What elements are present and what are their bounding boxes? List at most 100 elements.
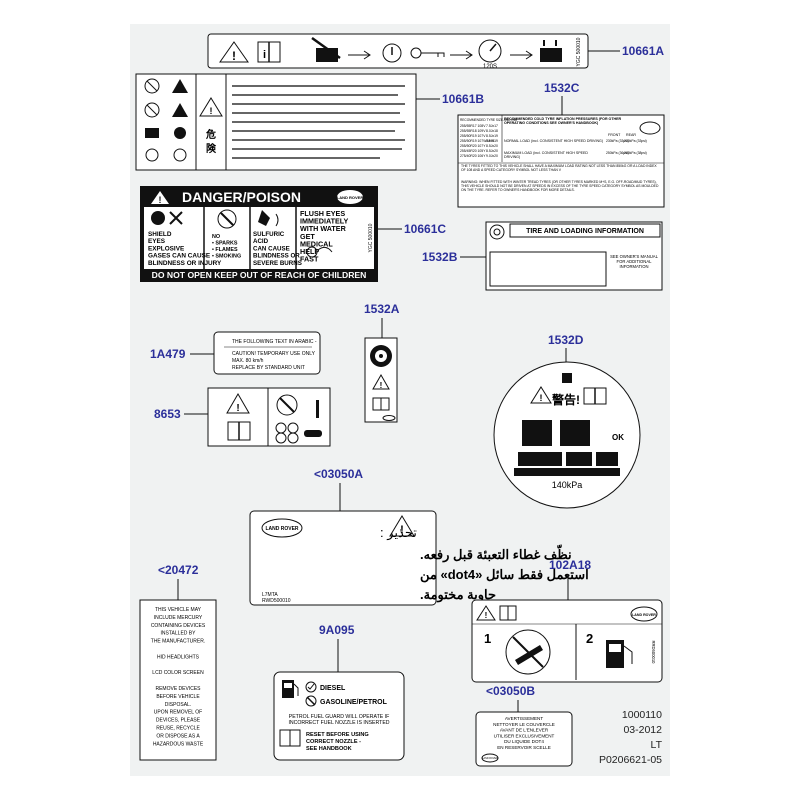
mercury-line: THIS VEHICLE MAY [155,607,202,613]
tyre-left-header: RECOMMENDED TYRE SIZE AND RIM [460,118,517,122]
label-9a095: DIESEL GASOLINE/PETROL PETROL FUEL GUARD… [273,671,405,761]
mercury-line: DEVICES, PLEASE [156,718,201,724]
land-rover-logo-icon [337,190,363,204]
step-1-number: 1 [484,631,491,646]
callout-10661b: 10661B [442,92,484,106]
coolant-reservoir-icon [522,420,552,446]
no-nozzle-icon [505,629,551,675]
label-10661c: DANGER/POISON ! LAND ROVER SHIELDEYESEXP… [140,186,378,282]
warning-triangle-icon [476,605,496,621]
see-manual-text: SEE OWNER'S MANUAL FOR ADDITIONAL INFORM… [610,254,658,269]
footer-code: 1000110 [622,709,662,721]
fuel-guard-line-1: PETROL FUEL GUARD WILL OPERATE IF [289,714,390,720]
ignition-off-icon [382,43,402,63]
label-1532c: RECOMMENDED TYRE SIZE AND RIM 255/55R17 … [457,114,665,208]
warning-triangle-icon [530,386,552,404]
max-load: MAXIMUM LOAD (incl. CONSISTENT HIGH SPEE… [504,151,588,159]
no-sparks-line: • SPARKS [212,241,238,247]
reset-line-1: RESET BEFORE USING [306,732,369,738]
svg-text:危: 危 [206,128,216,141]
french-line: DU LIQUIDE DOT4 [504,739,544,744]
warning-triangle-icon: ! [219,41,249,63]
caution-line: CAUTION! TEMPORARY USE ONLY [232,351,316,357]
ok-text: OK [612,433,624,442]
prohibited-icon [305,695,317,707]
svg-text:!: ! [485,611,488,620]
hot-coolant-icon [560,420,590,446]
arrow-icon [348,50,371,60]
danger-bottom-text: DO NOT OPEN KEEP OUT OF REACH OF CHILDRE… [152,270,367,280]
label-1532d: ! 警告! OK 140kPa [493,361,641,509]
mercury-line: INSTALLED BY [161,631,197,637]
fuel-guard-line-2: INCORRECT FUEL NOZZLE IS INSERTED [288,720,389,726]
max-speed-line: MAX. 80 km/h [232,358,264,364]
rear-header: REAR [626,133,636,137]
label-1532a: ! [364,337,398,423]
shield-line: EYES [148,238,166,245]
mercury-line: THE MANUFACTURER. [151,639,205,645]
tire-info-title: TIRE AND LOADING INFORMATION [526,228,644,235]
label-03050a: LAND ROVER ! تحذير : نظّف غطاء التعبئة ق… [249,510,589,606]
svg-text:!: ! [232,49,236,63]
callout-102a18: 102A18 [549,558,591,572]
callout-8653: 8653 [154,407,181,421]
winter-tyre-warning: WARNING: WHEN FITTED WITH WINTER TREAD T… [461,180,658,192]
fuel-pump-icon [282,680,299,698]
tyre-size-cell: 255/50R19 107W M+S [460,139,495,143]
no-sparks-line: • SMOKING [212,254,241,260]
callout-1532c: 1532C [544,81,580,95]
rim-size-cell: 8.5Jx20 [486,144,498,148]
warning-triangle-icon [389,515,415,537]
gasoline-text: GASOLINE/PETROL [320,699,388,706]
flush-line: GET [300,232,315,241]
french-line: UTILISER EXCLUSIVEMENT [494,733,555,738]
mercury-line: CONTAINING DEVICES [151,623,206,629]
arrow-icon [510,50,533,60]
pressure-value: 140kPa [552,480,583,490]
arabic-warning-title: تحذير : [380,525,417,541]
tyre-size-cell: 255/50R20 107Y [460,144,486,148]
label-1a479: THE FOLLOWING TEXT IN ARABIC - CAUTION! … [213,331,321,375]
acid-line: SULFURIC [253,231,285,238]
step-2-number: 2 [586,631,593,646]
rim-size-cell: 9.0Jx20 [486,154,498,158]
callout-1532a: 1532A [364,302,400,316]
shield-eyes-icon [151,211,183,225]
pressure-max-front: 250kPa (36psi) [606,151,629,155]
no-sparks-text: NO• SPARKS• FLAMES• SMOKING [212,234,241,260]
warning-triangle-icon [372,373,390,390]
replace-line: REPLACE BY STANDARD UNIT [232,365,305,371]
flush-line: WITH WATER [300,224,347,233]
side-code-text: YGC 500010 [368,223,374,252]
pressure-max-rear: 260kPa (38psi) [624,151,647,155]
pressure-header: RECOMMENDED COLD TYRE INFLATION PRESSURE… [504,117,621,125]
french-line: AVANT DE L'ENLEVER [500,728,549,733]
mercury-line: HAZARDOUS WASTE [153,741,204,747]
japanese-icon-grid [144,78,188,162]
danger-banner: DANGER/POISON [182,189,301,205]
fuel-pump-icon [606,640,633,668]
shield-line: BLINDNESS OR INJURY [148,260,222,267]
warning-triangle-icon [151,191,169,204]
reset-line-2: CORRECT NOZZLE - [306,739,361,745]
tyre-size-cell: 275/40R20 106Y [460,154,486,158]
mercury-line: REMOVE DEVICES [155,686,201,692]
logo-text: LAND ROVER [482,757,498,760]
land-rover-logo-icon [481,753,499,763]
timer-text: 120S [483,64,497,70]
shield-line: SHIELD [148,231,172,238]
acid-line: BLINDNESS OR [253,253,300,260]
normal-load: NORMAL LOAD (incl. CONSISTENT HIGH SPEED… [504,139,603,143]
code-rwd500010: RWD500010 [262,598,291,604]
french-line: NETTOYER LE COUVERCLE [493,722,555,727]
logo-text: LAND ROVER [265,526,298,532]
label-8653: ! [207,387,331,447]
callout-1532b: 1532B [422,250,458,264]
callout-03050b: <03050B [486,684,535,698]
no-entry-icon [276,394,298,416]
